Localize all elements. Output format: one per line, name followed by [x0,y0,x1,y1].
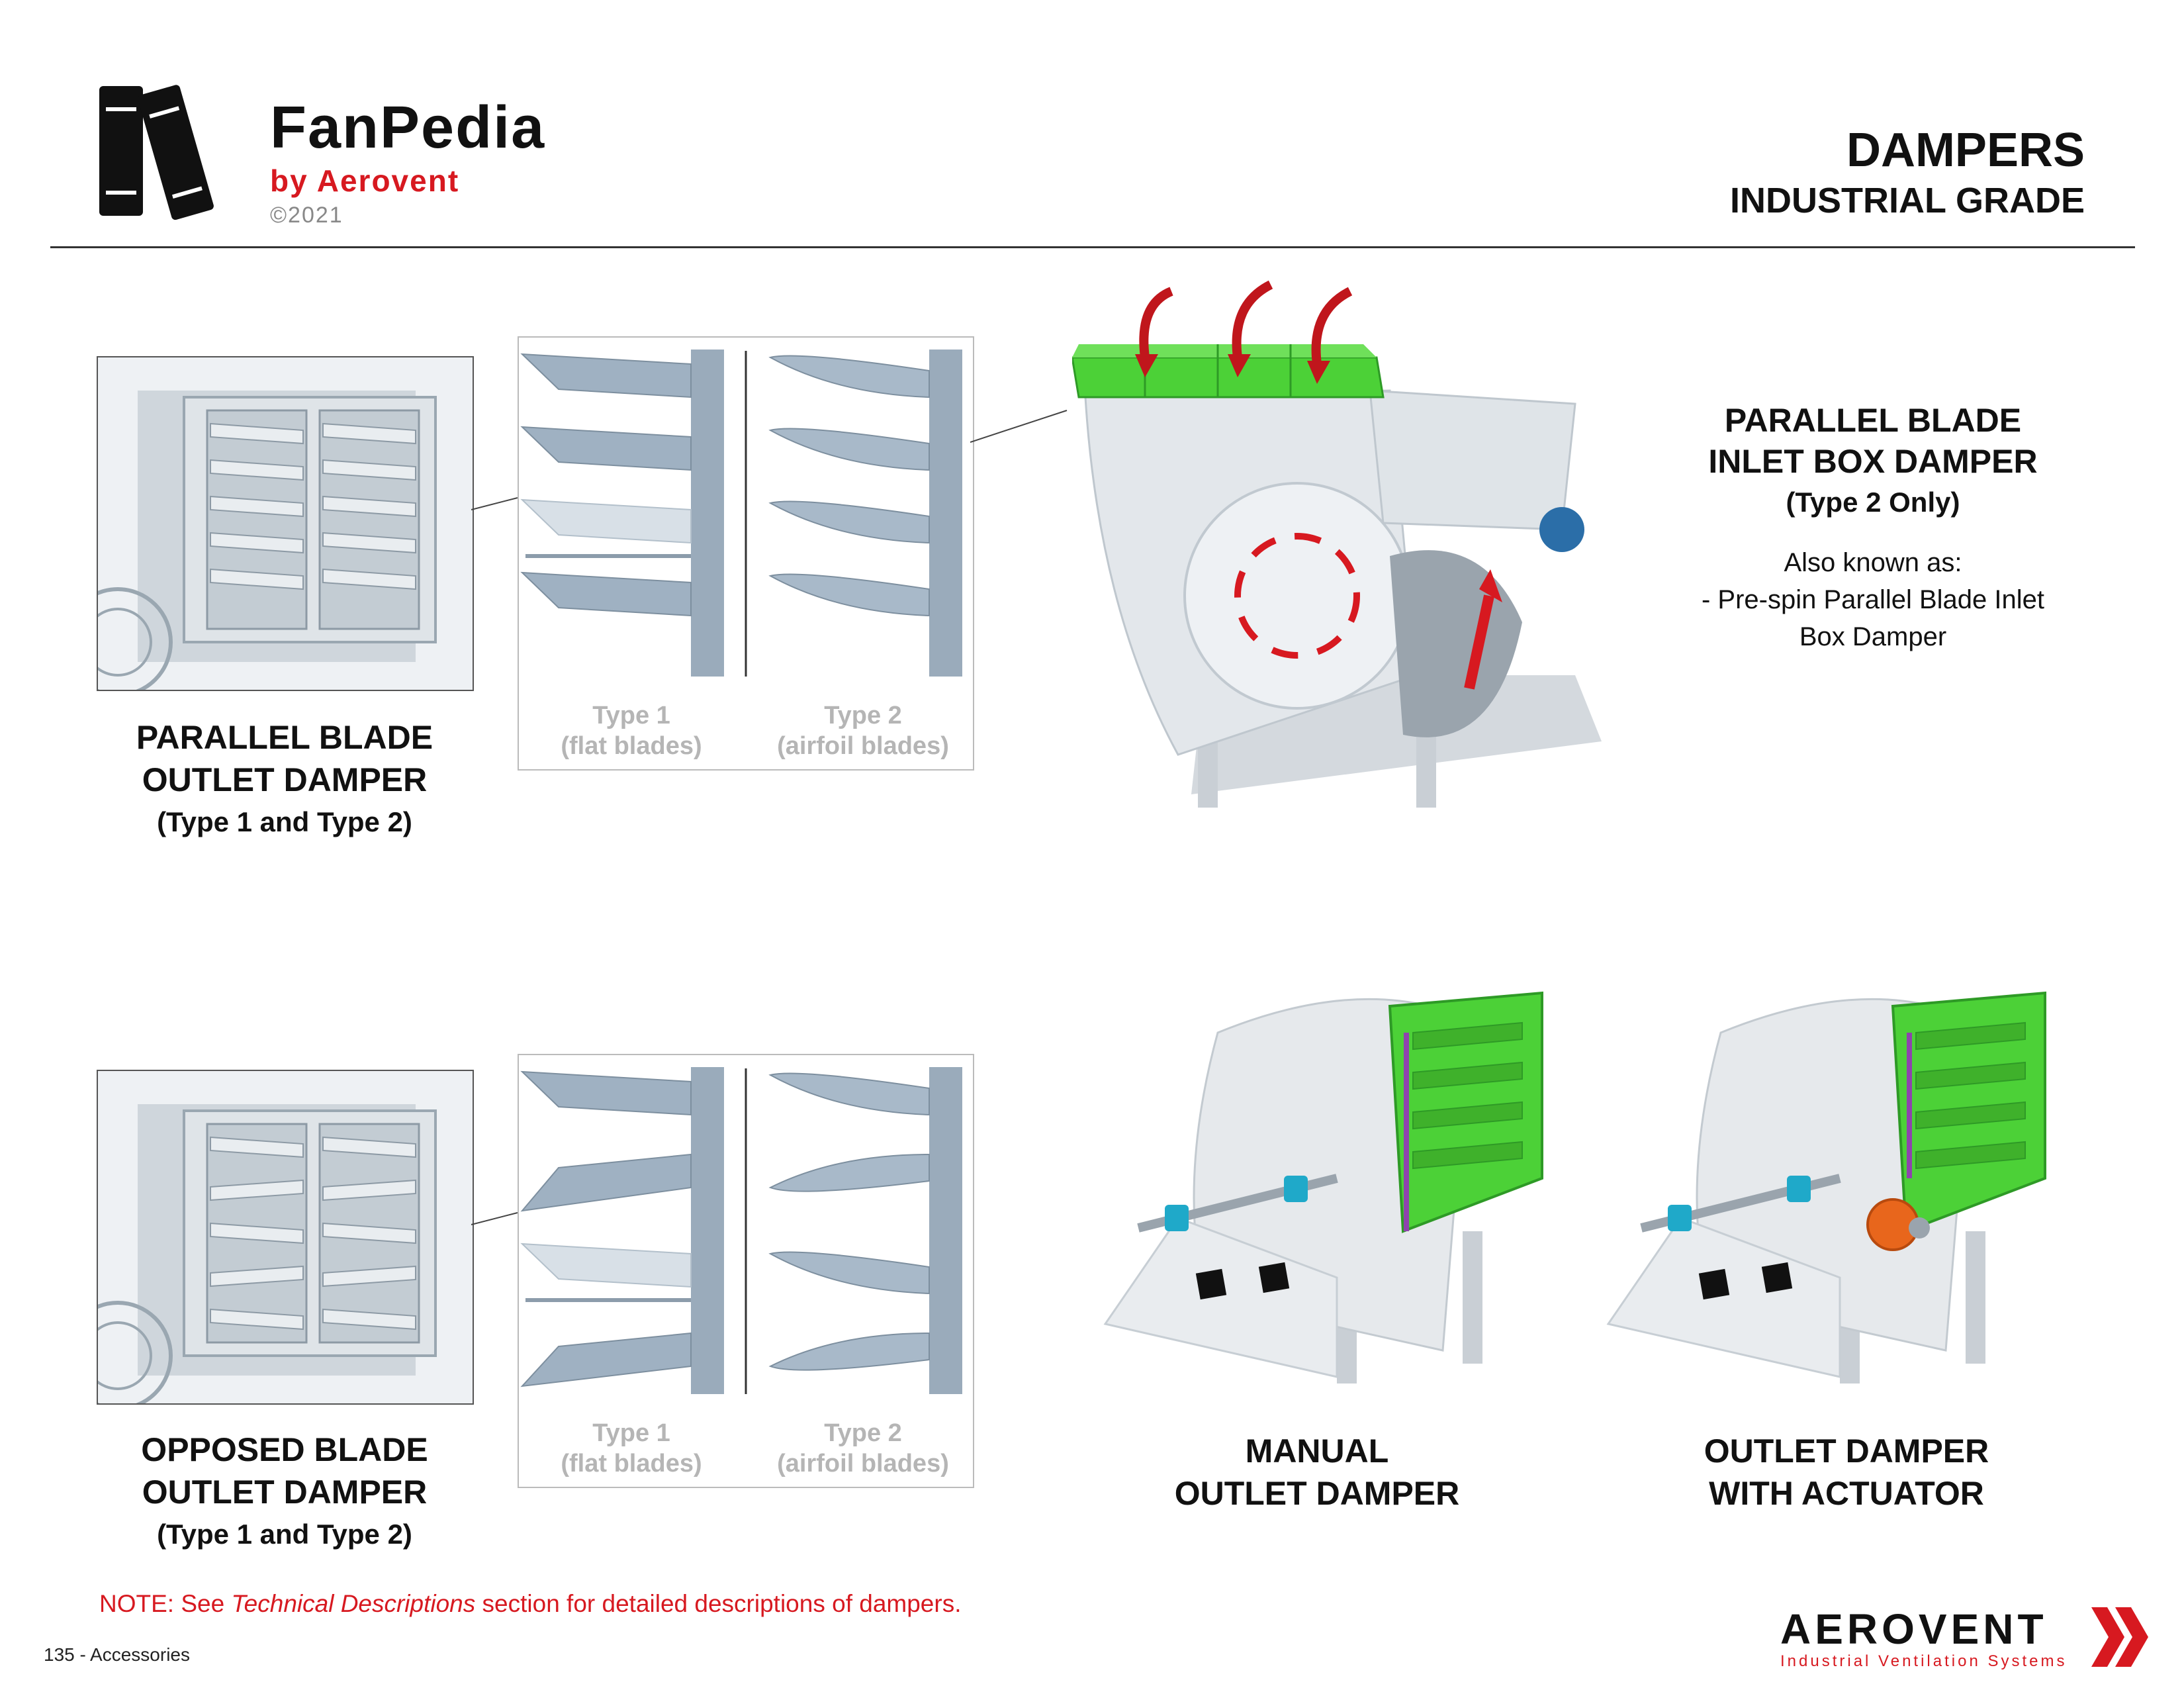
type1-name: Type 1 [592,702,670,729]
footnote: NOTE: See Technical Descriptions section… [99,1590,961,1618]
parallel-blade-types-panel: Type 1 (flat blades) Type 2 (airfoil bla… [518,336,974,771]
chevron-logo-icon [2091,1607,2148,1667]
type1-label: Type 1 (flat blades) [545,700,717,761]
note-prefix: NOTE: See [99,1590,232,1617]
inlet-box-damper-image [1072,278,1641,821]
manual-outlet-damper-caption: MANUAL OUTLET DAMPER [1099,1430,1535,1515]
caption-types: (Type 1 and Type 2) [157,1519,412,1550]
aerovent-tagline: Industrial Ventilation Systems [1780,1652,2068,1670]
aka-heading: Also known as: [1784,548,1962,577]
type2-label: Type 2 (airfoil blades) [764,1418,962,1479]
page-number: 135 - Accessories [44,1644,190,1665]
parallel-outlet-damper-image [97,356,474,691]
parallel-outlet-damper-caption: PARALLEL BLADE OUTLET DAMPER (Type 1 and… [93,716,477,843]
brand-name: FanPedia [270,95,546,161]
caption-line1: OPPOSED BLADE [141,1431,428,1468]
header-divider [50,246,2135,248]
caption-line1: OUTLET DAMPER [1704,1432,1989,1470]
caption-line1: PARALLEL BLADE [1724,402,2022,439]
caption-line1: MANUAL [1245,1432,1389,1470]
type2-label: Type 2 (airfoil blades) [764,700,962,761]
page-title: DAMPERS [1846,124,2085,177]
opposed-blade-types-panel: Type 1 (flat blades) Type 2 (airfoil bla… [518,1054,974,1488]
opposed-outlet-damper-image [97,1070,474,1405]
actuator-outlet-damper-caption: OUTLET DAMPER WITH ACTUATOR [1615,1430,2078,1515]
caption-line2: WITH ACTUATOR [1709,1475,1984,1512]
manual-outlet-damper-image [1099,980,1562,1403]
aerovent-logo: AEROVENT [1780,1605,2048,1653]
type2-desc: (airfoil blades) [777,1450,949,1477]
aka-item: - Pre-spin Parallel Blade Inlet [1701,585,2045,614]
type2-desc: (airfoil blades) [777,732,949,760]
opposed-outlet-damper-caption: OPPOSED BLADE OUTLET DAMPER (Type 1 and … [93,1429,477,1556]
leader-line [471,497,518,510]
inlet-box-aka: Also known as: - Pre-spin Parallel Blade… [1615,544,2131,655]
type1-desc: (flat blades) [561,732,702,760]
caption-types: (Type 2 Only) [1786,487,1960,518]
caption-types: (Type 1 and Type 2) [157,806,412,837]
note-suffix: section for detailed descriptions of dam… [475,1590,962,1617]
note-link-text: Technical Descriptions [231,1590,476,1617]
actuator-outlet-damper-image [1602,980,2065,1403]
blade-types-illustration [520,1067,962,1394]
fanpedia-logo [97,78,242,224]
leader-line [471,1212,518,1225]
aka-item-cont: Box Damper [1799,622,1947,651]
caption-line1: PARALLEL BLADE [136,719,433,756]
caption-line2: INLET BOX DAMPER [1708,443,2038,480]
inlet-box-damper-caption: PARALLEL BLADE INLET BOX DAMPER (Type 2 … [1615,400,2131,523]
type1-label: Type 1 (flat blades) [545,1418,717,1479]
type2-name: Type 2 [824,702,902,729]
leader-line-inlet [970,410,1068,443]
type1-desc: (flat blades) [561,1450,702,1477]
blade-types-illustration [520,350,962,677]
caption-line2: OUTLET DAMPER [142,761,428,798]
caption-line2: OUTLET DAMPER [142,1474,428,1511]
type1-name: Type 1 [592,1419,670,1447]
caption-line2: OUTLET DAMPER [1174,1475,1460,1512]
page-subtitle: INDUSTRIAL GRADE [1729,181,2085,220]
books-icon [99,85,214,220]
brand-subtitle: by Aerovent [270,164,460,198]
type2-name: Type 2 [824,1419,902,1447]
copyright: ©2021 [270,203,343,228]
